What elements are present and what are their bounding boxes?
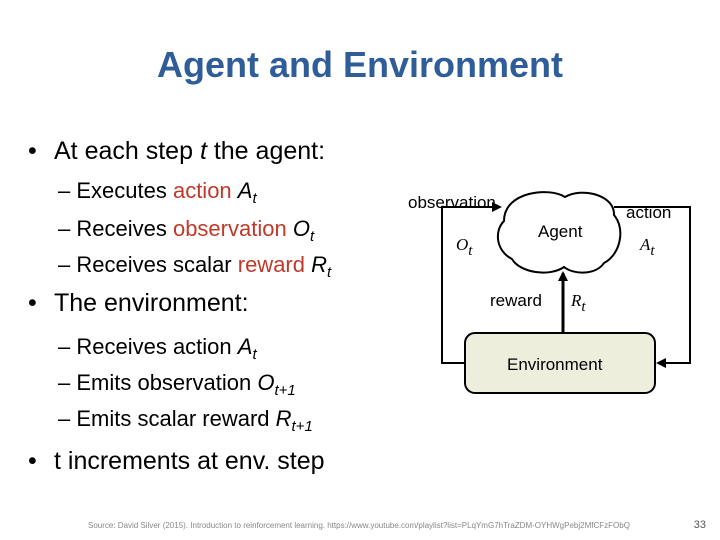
- bullet-dot-icon: •: [28, 137, 37, 165]
- observation-arrow: [441, 202, 502, 364]
- reward-label: reward: [490, 291, 542, 310]
- reward-variable: Rt: [571, 291, 586, 315]
- bullet-increments: •t increments at env. step: [28, 447, 325, 475]
- agent-brain-shape: [496, 191, 622, 274]
- subbullet-receives-observation: – Receives observation Ot: [58, 216, 315, 245]
- subbullet-env-receives-action: – Receives action At: [58, 334, 257, 363]
- environment-label: Environment: [507, 355, 603, 374]
- source-citation: Source: David Silver (2015). Introductio…: [88, 521, 630, 530]
- subbullet-receives-reward: – Receives scalar reward Rt: [58, 252, 332, 281]
- bullet-agent-step: •At each step t the agent:: [28, 137, 326, 165]
- page-number: 33: [693, 519, 706, 531]
- bullet-dot-icon: •: [28, 289, 37, 317]
- subbullet-env-emits-observation: – Emits observation Ot+1: [58, 370, 296, 399]
- obs-variable: Ot: [456, 235, 473, 259]
- action-arrow: [614, 206, 691, 368]
- diagram-svg: [441, 191, 691, 394]
- action-label: action: [626, 203, 672, 222]
- agent-environment-diagram: observation action Agent Ot At reward Rt…: [400, 185, 710, 415]
- bullet-dot-icon: •: [28, 447, 37, 475]
- observation-label: observation: [408, 193, 496, 212]
- action-variable: At: [640, 235, 655, 259]
- slide-title: Agent and Environment: [156, 44, 564, 85]
- bullet-environment: •The environment:: [28, 289, 249, 317]
- agent-label: Agent: [538, 222, 583, 241]
- subbullet-executes-action: – Executes action At: [58, 178, 257, 207]
- subbullet-env-emits-reward: – Emits scalar reward Rt+1: [58, 406, 313, 435]
